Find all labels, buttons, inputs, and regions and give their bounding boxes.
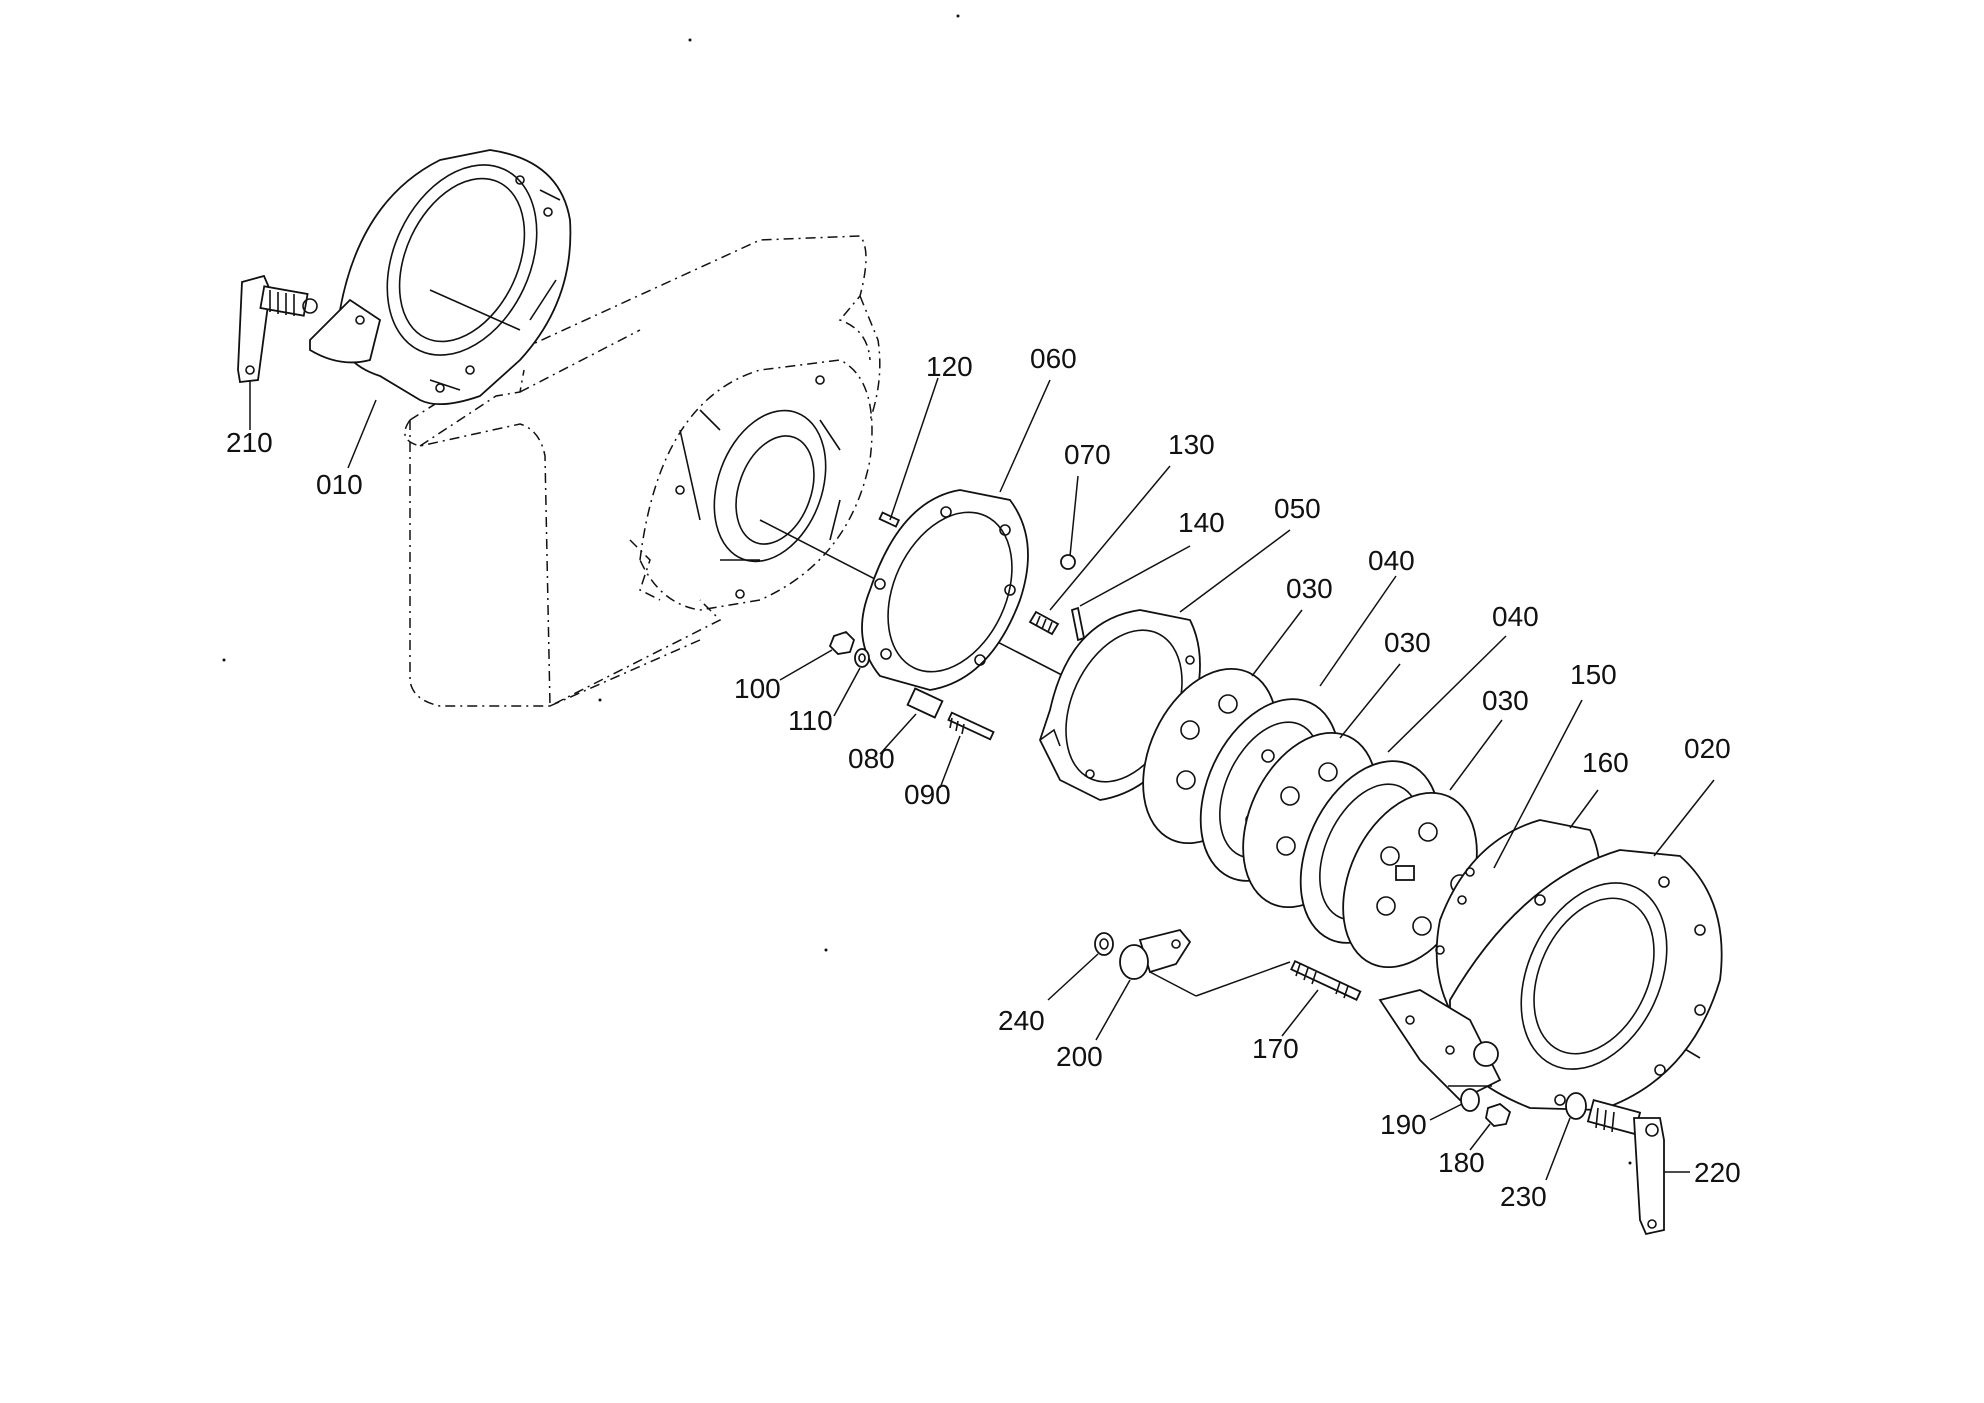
label-040-b: 040 xyxy=(1492,601,1539,632)
label-200: 200 xyxy=(1056,1041,1103,1072)
part-090-stud xyxy=(947,711,995,741)
label-240: 240 xyxy=(998,1005,1045,1036)
part-labels: 210 010 120 060 070 130 140 050 030 040 … xyxy=(226,343,1741,1212)
part-110-washer xyxy=(854,648,870,668)
label-090: 090 xyxy=(904,779,951,810)
label-190: 190 xyxy=(1380,1109,1427,1140)
part-170-stud xyxy=(1290,959,1362,1001)
label-110: 110 xyxy=(788,705,833,736)
label-120: 120 xyxy=(926,351,973,382)
case-rear-flange xyxy=(629,359,873,611)
part-070-ball xyxy=(1060,554,1076,570)
part-020-brake-housing xyxy=(1378,849,1723,1111)
label-160: 160 xyxy=(1582,747,1629,778)
transmission-case-outline xyxy=(404,235,881,707)
label-230: 230 xyxy=(1500,1181,1547,1212)
label-030-c: 030 xyxy=(1482,685,1529,716)
part-130-spring xyxy=(1028,610,1060,636)
part-180-nut xyxy=(1485,1102,1512,1127)
centre-axis-front xyxy=(429,289,521,331)
link-200-to-stack xyxy=(1195,961,1291,997)
part-220-brake-lever xyxy=(1586,1099,1665,1236)
label-070: 070 xyxy=(1064,439,1111,470)
part-210-brake-lever xyxy=(237,274,318,383)
label-130: 130 xyxy=(1168,429,1215,460)
label-030-a: 030 xyxy=(1286,573,1333,604)
part-120-pin xyxy=(878,511,901,528)
label-170: 170 xyxy=(1252,1033,1299,1064)
label-080: 080 xyxy=(848,743,895,774)
part-080-sleeve xyxy=(906,687,944,719)
label-010: 010 xyxy=(316,469,363,500)
label-150: 150 xyxy=(1570,659,1617,690)
label-050: 050 xyxy=(1274,493,1321,524)
part-230-seal xyxy=(1565,1092,1587,1120)
label-040-a: 040 xyxy=(1368,545,1415,576)
part-100-nut xyxy=(828,630,856,655)
part-010-brake-housing xyxy=(309,149,572,406)
label-220: 220 xyxy=(1694,1157,1741,1188)
leader-lines xyxy=(249,377,1715,1181)
label-210: 210 xyxy=(226,427,273,458)
label-030-b: 030 xyxy=(1384,627,1431,658)
part-240-washer xyxy=(1094,932,1114,956)
label-180: 180 xyxy=(1438,1147,1485,1178)
part-190-washer xyxy=(1460,1088,1480,1112)
link-200-arm xyxy=(1149,971,1197,997)
label-020: 020 xyxy=(1684,733,1731,764)
part-060-plate xyxy=(861,489,1029,691)
part-200-cam xyxy=(1119,928,1192,980)
part-140-pin xyxy=(1070,606,1086,642)
label-100: 100 xyxy=(734,673,781,704)
label-060: 060 xyxy=(1030,343,1077,374)
label-140: 140 xyxy=(1178,507,1225,538)
scan-specks xyxy=(222,14,1632,1165)
